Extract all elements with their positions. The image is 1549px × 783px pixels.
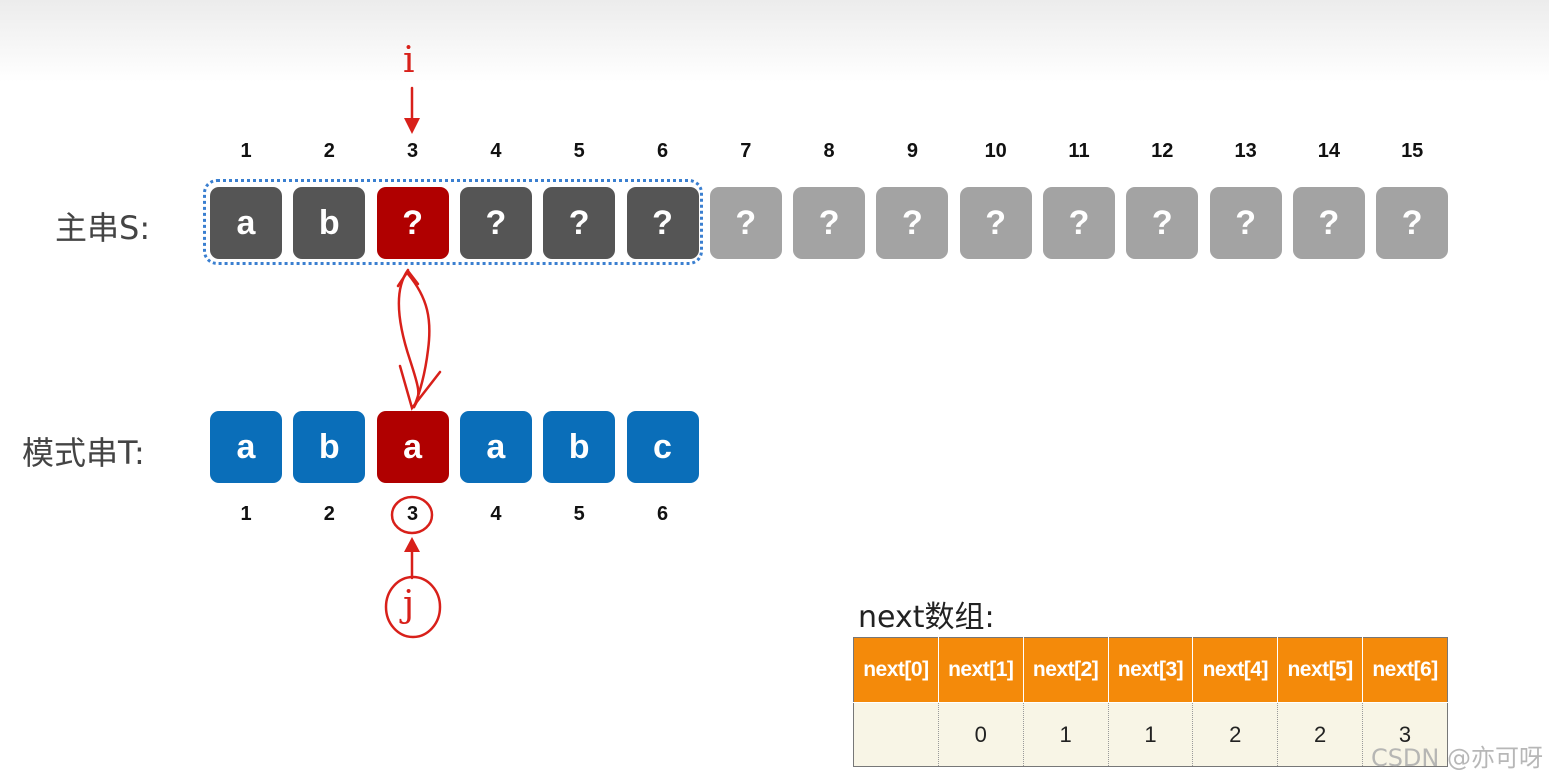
next-array-value-cell: 3	[1362, 702, 1448, 767]
i-pointer-label: i	[403, 40, 415, 81]
next-array-header-cell: next[5]	[1277, 637, 1364, 703]
next-array-title: next数组:	[858, 600, 995, 635]
main-index-label: 3	[407, 140, 419, 162]
main-string-cell: ?	[626, 187, 699, 259]
main-index-label: 6	[656, 140, 669, 162]
pattern-index-label: 5	[573, 503, 585, 525]
main-string-cell: ?	[1043, 187, 1115, 259]
compare-arrow-stroke-2	[406, 272, 431, 409]
main-index-label: 13	[1234, 140, 1257, 162]
main-string-cell: ?	[1376, 187, 1449, 259]
main-string-cell: ?	[459, 187, 532, 259]
next-array-header-cell: next[0]	[853, 637, 939, 703]
watermark: CSDN @亦可呀	[1370, 744, 1543, 772]
pattern-index-label: 6	[656, 503, 669, 525]
main-index-label: 15	[1401, 140, 1424, 162]
pattern-index-label: 1	[240, 503, 252, 525]
next-array-header-cell: next[6]	[1362, 637, 1448, 703]
main-string-cell: ?	[793, 187, 866, 259]
next-array-header-cell: next[3]	[1107, 637, 1194, 703]
main-string-cell: ?	[876, 187, 949, 259]
i-pointer-arrowhead	[404, 118, 420, 134]
main-index-label: 2	[323, 140, 335, 162]
pattern-cell: a	[376, 411, 449, 483]
pattern-cell: c	[626, 411, 699, 483]
main-string-cell: ?	[1292, 187, 1365, 259]
next-array-value-cell	[853, 702, 939, 767]
pattern-index-3-circle	[390, 495, 434, 535]
main-index-label: 1	[240, 140, 252, 162]
pattern-index-label: 3	[407, 503, 419, 525]
top-gradient-bar	[0, 0, 1549, 82]
main-string-cell: a	[210, 187, 282, 259]
main-index-label: 10	[984, 140, 1007, 162]
main-string-cell: ?	[959, 187, 1032, 259]
main-index-label: 14	[1317, 140, 1341, 162]
pattern-cell: a	[459, 411, 532, 483]
next-array-value-cell: 0	[937, 702, 1024, 767]
next-array-header-row: next[0]next[1]next[2]next[3]next[4]next[…	[853, 637, 1448, 703]
main-index-label: 11	[1068, 140, 1090, 162]
next-array-header-cell: next[4]	[1192, 637, 1279, 703]
pattern-index-label: 2	[323, 503, 335, 525]
next-array-header-cell: next[2]	[1022, 637, 1109, 703]
next-array-value-cell: 2	[1192, 702, 1278, 767]
j-pointer-label: j	[403, 584, 415, 625]
main-index-label: 9	[906, 140, 918, 162]
main-string-cell: ?	[1209, 187, 1282, 259]
main-string-cell: ?	[376, 187, 449, 259]
main-index-label: 5	[573, 140, 585, 162]
main-string-cell: b	[293, 187, 366, 259]
pattern-cell: b	[293, 411, 366, 483]
matched-prefix-box	[203, 179, 703, 265]
main-index-label: 8	[823, 140, 835, 162]
next-array-header-cell: next[1]	[937, 637, 1024, 703]
next-array-value-cell: 1	[1107, 702, 1193, 767]
main-index-label: 4	[490, 140, 502, 162]
pattern-cell: b	[543, 411, 616, 483]
main-string-cell: ?	[709, 187, 782, 259]
compare-arrowhead-up	[396, 268, 420, 288]
j-pointer-arrowhead	[404, 537, 420, 552]
next-array-value-cell: 2	[1277, 702, 1363, 767]
main-string-label: 主串S:	[55, 209, 151, 247]
j-label-circle	[384, 575, 442, 639]
main-index-label: 12	[1151, 140, 1174, 162]
next-array-value-cell: 1	[1022, 702, 1109, 767]
main-index-label: 7	[740, 140, 752, 162]
main-string-cell: ?	[543, 187, 616, 259]
next-array-table: next[0]next[1]next[2]next[3]next[4]next[…	[853, 637, 1448, 767]
pattern-string-label: 模式串T:	[22, 434, 145, 472]
pattern-cell: a	[210, 411, 282, 483]
compare-arrowhead-down	[398, 364, 442, 411]
pattern-index-label: 4	[490, 503, 502, 525]
main-string-cell: ?	[1126, 187, 1199, 259]
compare-arrow-stroke	[397, 268, 420, 409]
